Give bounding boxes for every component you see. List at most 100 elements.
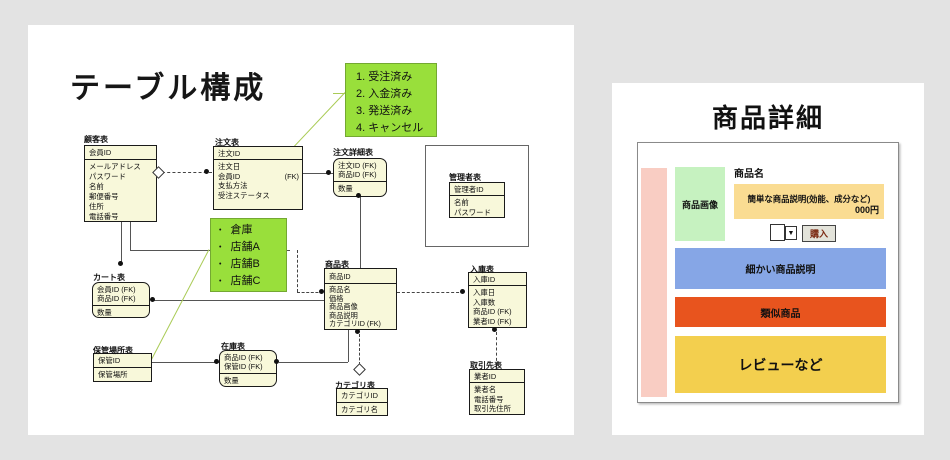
connector-customer-product-h (297, 292, 323, 293)
dot-marker-orderdetail-bottom (356, 193, 361, 198)
dot-marker-orderdetail (326, 170, 331, 175)
er-table-supplier: 業者ID 業者名 電話番号 取引先住所 (469, 369, 525, 415)
er-field: 商品説明 (329, 310, 358, 320)
storage-location-note: •倉庫 •店舗A •店舗B •店舗C (210, 218, 287, 292)
er-field: 商品ID (FK) (97, 294, 136, 304)
er-fields: 名前 パスワード (450, 195, 504, 218)
status-item: 2. 入金済み (356, 88, 413, 100)
er-label-cart: カート表 (93, 273, 125, 282)
er-keys: 入庫ID (469, 273, 526, 285)
connector-cart-product (153, 300, 324, 301)
connector-product-incoming (397, 292, 464, 293)
er-field: 保管ID (98, 356, 121, 365)
er-keys: 会員ID (FK) 商品ID (FK) (93, 283, 149, 305)
er-table-order-detail: 注文ID (FK) 商品ID (FK) 数量 (333, 158, 387, 197)
status-item: 3. 発送済み (356, 105, 413, 117)
product-name-label: 商品名 (734, 169, 764, 180)
er-keys: 管理者ID (450, 183, 504, 195)
er-fields: メールアドレス パスワード 名前 郵便番号 住所 電話番号 (85, 159, 156, 223)
er-field: メールアドレス (89, 162, 141, 171)
er-field: 受注ステータス (218, 190, 270, 200)
connector-order-orderdetail (303, 173, 333, 174)
bullet-icon: • (219, 227, 222, 234)
er-table-customer: 会員ID メールアドレス パスワード 名前 郵便番号 住所 電話番号 (84, 145, 157, 222)
er-field: 名前 (454, 198, 469, 208)
er-keys: 業者ID (470, 370, 524, 382)
er-label-order-detail: 注文詳細表 (333, 148, 373, 157)
er-field: 数量 (97, 307, 112, 317)
connector-orderdetail-product (360, 197, 361, 268)
reviews-section: レビューなど (675, 336, 886, 393)
er-field: パスワード (89, 172, 126, 181)
location-text: 店舗A (230, 241, 260, 253)
bullet-icon: • (219, 244, 222, 251)
connector-customer-cart (121, 222, 122, 262)
er-field: カテゴリID (341, 391, 378, 400)
location-text: 倉庫 (230, 224, 253, 236)
buy-button[interactable]: 購入 (802, 225, 836, 242)
diagram-title: テーブル構成 (70, 72, 267, 105)
er-table-storage: 保管ID 保管場所 (93, 353, 152, 382)
dropdown-arrow-button[interactable]: ▼ (785, 226, 797, 240)
er-table-category: カテゴリID カテゴリ名 (336, 388, 388, 416)
er-field: 保管ID (FK) (224, 362, 263, 372)
er-table-admin: 管理者ID 名前 パスワード (449, 182, 505, 218)
location-item: •店舗C (219, 273, 286, 290)
er-fields: 注文日 会員ID(FK) 支払方法 受注ステータス (214, 159, 302, 201)
er-label-stock: 在庫表 (221, 342, 245, 351)
er-field: 支払方法 (218, 181, 248, 191)
dot-marker-incoming-bottom (492, 327, 497, 332)
er-keys: 注文ID (214, 147, 302, 159)
er-field: 商品ID (FK) (473, 307, 512, 317)
er-table-order: 注文ID 注文日 会員ID(FK) 支払方法 受注ステータス (213, 146, 303, 210)
er-label-storage: 保管場所表 (93, 346, 133, 355)
er-field: 入庫日 (473, 288, 496, 298)
wireframe-title: 商品詳細 (711, 103, 824, 133)
side-pink-strip (641, 168, 667, 397)
short-description-box: 簡単な商品説明(効能、成分など) 000円 (734, 184, 884, 219)
er-field: 取引先住所 (474, 404, 511, 414)
product-page-panel: 商品画像 商品名 簡単な商品説明(効能、成分など) 000円 ▼ 購入 細かい商… (637, 142, 899, 403)
er-diagram-card: テーブル構成 1. 受注済み 2. 入金済み 3. 発送済み 4. キャンセル … (28, 25, 574, 435)
dot-marker-stock-right (274, 359, 279, 364)
detail-description-section: 細かい商品説明 (675, 248, 886, 289)
er-label-product: 商品表 (325, 260, 349, 269)
er-label-admin: 管理者表 (449, 173, 481, 182)
er-fields: 業者名 電話番号 取引先住所 (470, 382, 524, 414)
fk-tag: (FK) (284, 171, 299, 181)
er-keys: カテゴリID (337, 389, 387, 402)
er-field: 注文日 (218, 162, 241, 172)
quantity-select[interactable] (770, 224, 785, 241)
annotation-line-status-stub (333, 93, 345, 94)
dot-marker-stock-left (214, 359, 219, 364)
er-field: 商品ID (329, 272, 351, 281)
er-field: 入庫ID (473, 275, 496, 284)
er-label-supplier: 取引先表 (470, 361, 502, 370)
connector-stock-product-v (348, 330, 349, 362)
er-field: パスワード (454, 207, 491, 217)
er-label-incoming: 入庫表 (470, 265, 494, 274)
er-fields: 保管場所 (94, 367, 151, 381)
er-field: 業者名 (474, 385, 497, 395)
er-field: 住所 (89, 202, 104, 211)
er-field: 管理者ID (454, 185, 484, 194)
bullet-icon: • (219, 261, 222, 268)
product-image-placeholder: 商品画像 (675, 167, 725, 241)
dot-marker-product-bottom (355, 329, 360, 334)
er-table-stock: 商品ID (FK) 保管ID (FK) 数量 (219, 350, 277, 387)
product-detail-card: 商品詳細 商品画像 商品名 簡単な商品説明(効能、成分など) 000円 ▼ 購入… (612, 83, 924, 435)
er-fields: 入庫日 入庫数 商品ID (FK) 業者ID (FK) (469, 285, 526, 327)
er-keys: 商品ID (325, 269, 396, 283)
dot-marker-cart-top (118, 261, 123, 266)
er-field: 会員ID(FK) (218, 172, 299, 181)
er-table-cart: 会員ID (FK) 商品ID (FK) 数量 (92, 282, 150, 318)
er-field: 数量 (338, 183, 353, 193)
dot-marker-incoming-left (460, 289, 465, 294)
er-field: 商品ID (FK) (224, 353, 263, 362)
connector-stock-product-h (279, 362, 348, 363)
er-keys: 注文ID (FK) 商品ID (FK) (334, 159, 386, 181)
er-fields: 数量 (220, 372, 276, 386)
admin-outline-rect (425, 145, 529, 247)
order-status-note: 1. 受注済み 2. 入金済み 3. 発送済み 4. キャンセル (345, 63, 437, 137)
